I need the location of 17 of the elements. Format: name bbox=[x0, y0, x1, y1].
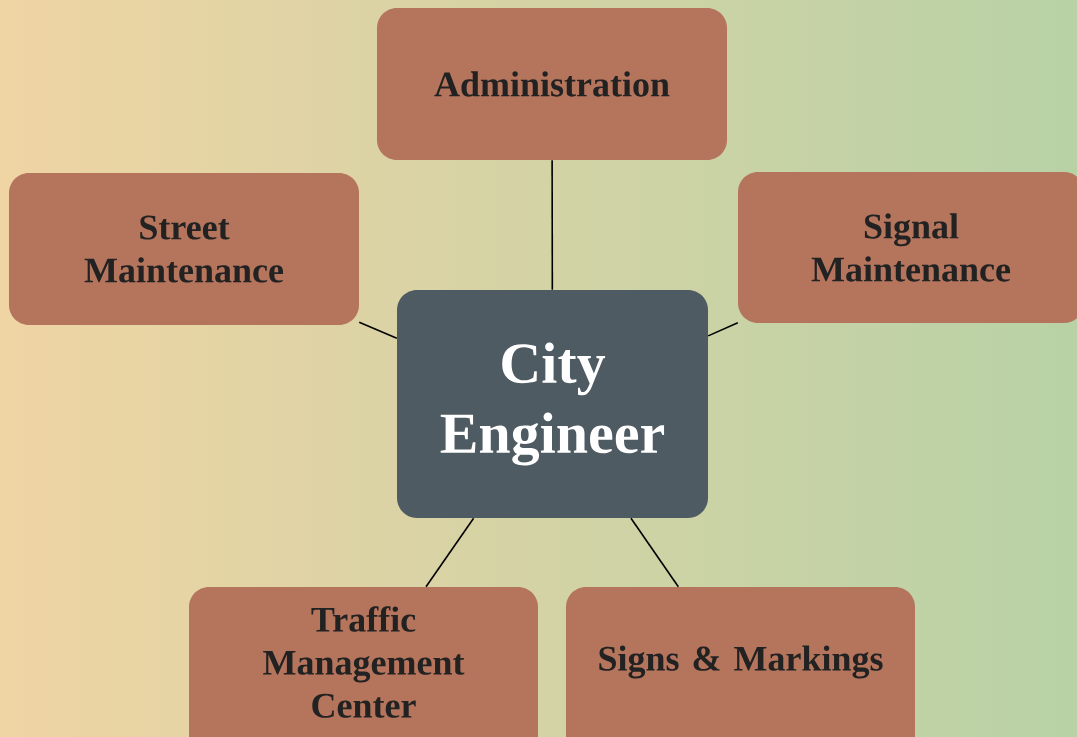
department-box bbox=[566, 587, 915, 737]
connector-line bbox=[551, 159, 554, 291]
box-label: Traffic Management Center bbox=[263, 606, 465, 718]
manager-box bbox=[397, 290, 708, 518]
connector-line bbox=[358, 321, 398, 340]
box-label: Signal Maintenance bbox=[811, 213, 1011, 282]
box-label: Signs & Markings bbox=[599, 645, 883, 679]
connector-line bbox=[707, 321, 739, 337]
department-box bbox=[9, 173, 359, 325]
department-box bbox=[189, 587, 538, 737]
department-box bbox=[738, 172, 1077, 323]
connector-line bbox=[425, 517, 475, 588]
box-label: Street Maintenance bbox=[84, 215, 284, 283]
connector-line bbox=[630, 517, 680, 588]
box-label: Administration bbox=[434, 71, 670, 97]
department-box bbox=[377, 8, 727, 160]
box-label: City Engineer bbox=[440, 342, 665, 466]
